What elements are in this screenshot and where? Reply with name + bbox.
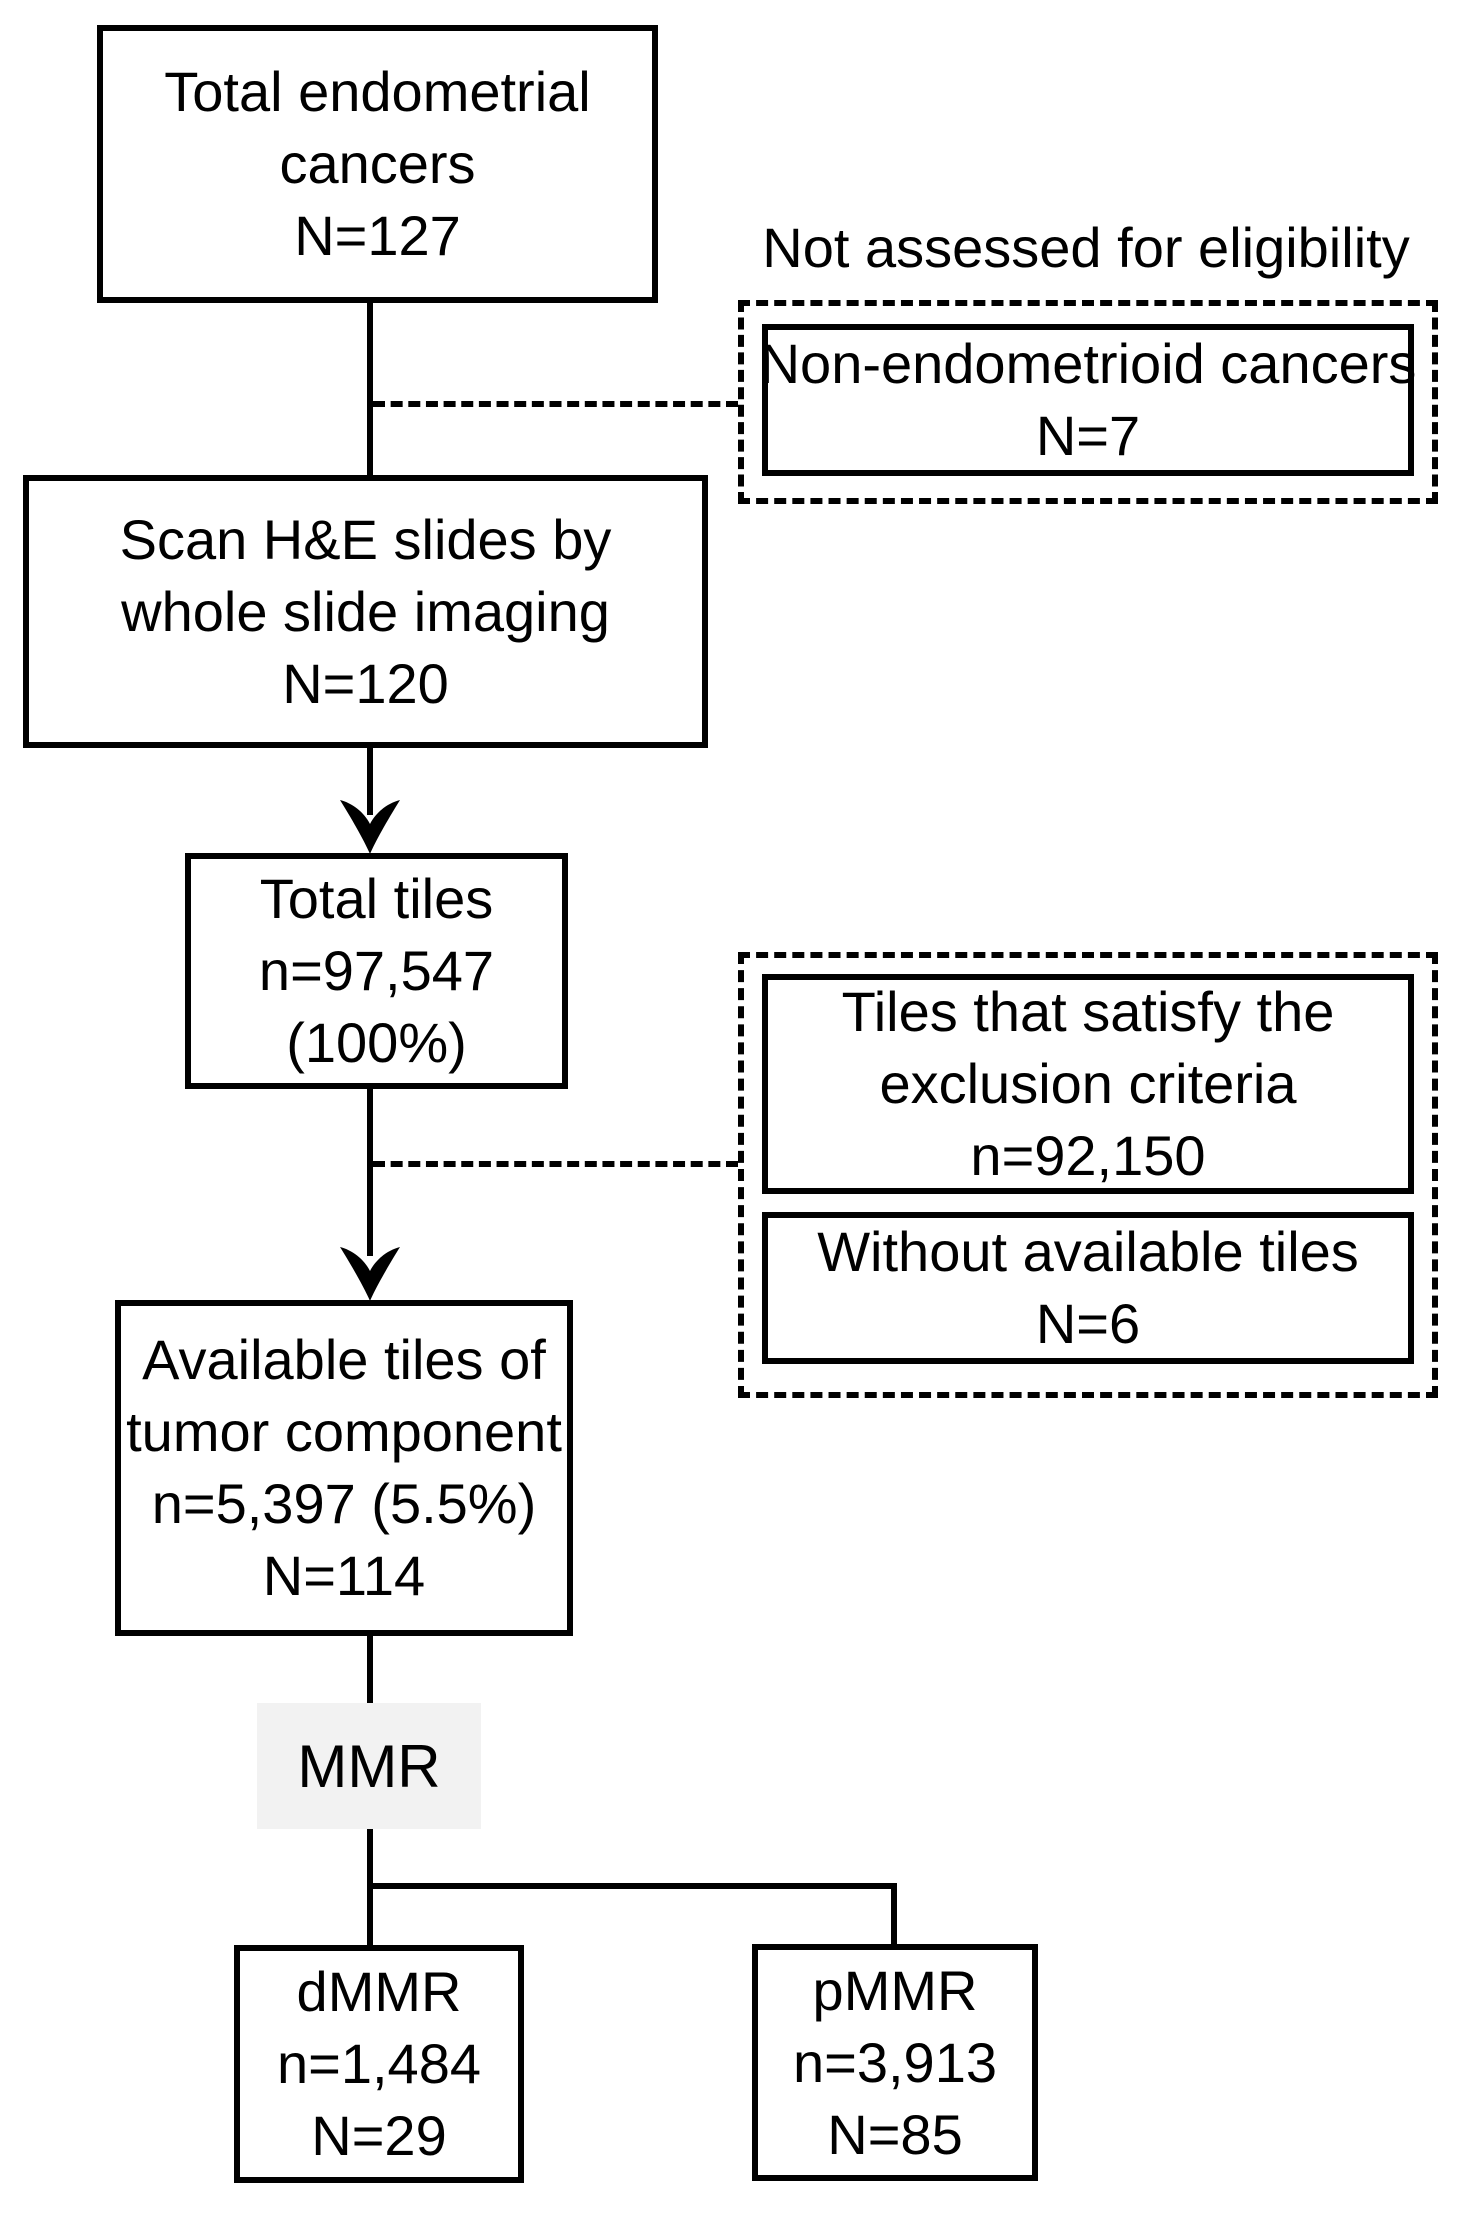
box-text-line: Non-endometrioid cancers xyxy=(759,332,1417,395)
box-text-line: Total endometrial xyxy=(164,60,591,123)
box-text-line: N=6 xyxy=(1035,1292,1141,1355)
arrow-down-icon xyxy=(340,800,400,854)
box-text-line: Total tiles xyxy=(259,867,494,930)
connector-dashed-to-not-assessed-group xyxy=(373,401,738,407)
box-text-line: N=127 xyxy=(294,204,461,267)
box-total-endometrial-cancers: Total endometrial cancers N=127 xyxy=(97,25,658,303)
box-text-line: (100%) xyxy=(286,1011,467,1074)
box-text-line: n=1,484 xyxy=(277,2032,481,2095)
box-non-endometrioid: Non-endometrioid cancers N=7 xyxy=(759,324,1417,476)
box-pmmr: pMMR n=3,913 N=85 xyxy=(752,1944,1038,2181)
box-text-line: n=3,913 xyxy=(793,2030,997,2094)
connector-available-to-mmr xyxy=(367,1635,373,1705)
box-text-line: tumor component xyxy=(126,1400,562,1463)
box-text-line: exclusion criteria xyxy=(879,1052,1297,1115)
box-without-available-tiles: Without available tiles N=6 xyxy=(762,1212,1414,1364)
connector-scan-to-tiles-shaft xyxy=(367,747,373,815)
box-dmmr: dMMR n=1,484 N=29 xyxy=(234,1945,524,2183)
arrow-down-icon xyxy=(340,1247,400,1301)
box-text-line: whole slide imaging xyxy=(121,579,610,643)
label-mmr-text: MMR xyxy=(297,1732,441,1800)
box-text-line: n=5,397 (5.5%) xyxy=(151,1472,537,1535)
box-text-line: Tiles that satisfy the xyxy=(841,980,1335,1043)
box-scan-he-slides: Scan H&E slides by whole slide imaging N… xyxy=(23,475,708,748)
box-text-line: Scan H&E slides by xyxy=(119,507,612,571)
box-text-line: N=85 xyxy=(827,2102,963,2166)
box-text-line: n=97,547 xyxy=(258,939,495,1002)
box-text-line: N=114 xyxy=(262,1544,426,1607)
connector-dashed-to-exclusion-group xyxy=(373,1161,738,1167)
box-exclusion-criteria-tiles: Tiles that satisfy the exclusion criteri… xyxy=(762,974,1414,1194)
box-text-line: N=7 xyxy=(1035,404,1141,467)
connector-branch-horizontal xyxy=(367,1883,897,1889)
box-text-line: N=29 xyxy=(311,2104,447,2167)
connector-tiles-to-available-shaft xyxy=(367,1088,373,1256)
box-text-line: N=120 xyxy=(282,651,449,715)
connector-total-to-scan xyxy=(367,302,373,477)
box-text-line: dMMR xyxy=(296,1960,462,2023)
box-text-line: Available tiles of xyxy=(142,1328,546,1391)
box-total-tiles: Total tiles n=97,547 (100%) xyxy=(185,853,568,1089)
box-text-line: n=92,150 xyxy=(970,1124,1206,1187)
heading-not-assessed: Not assessed for eligibility xyxy=(762,216,1410,279)
box-text-line: pMMR xyxy=(812,1958,978,2022)
box-text-line: cancers xyxy=(279,132,476,195)
box-available-tiles: Available tiles of tumor component n=5,3… xyxy=(115,1300,573,1636)
box-text-line: Without available tiles xyxy=(817,1220,1359,1283)
label-mmr: MMR xyxy=(257,1703,481,1829)
connector-branch-to-pmmr xyxy=(891,1883,897,1947)
